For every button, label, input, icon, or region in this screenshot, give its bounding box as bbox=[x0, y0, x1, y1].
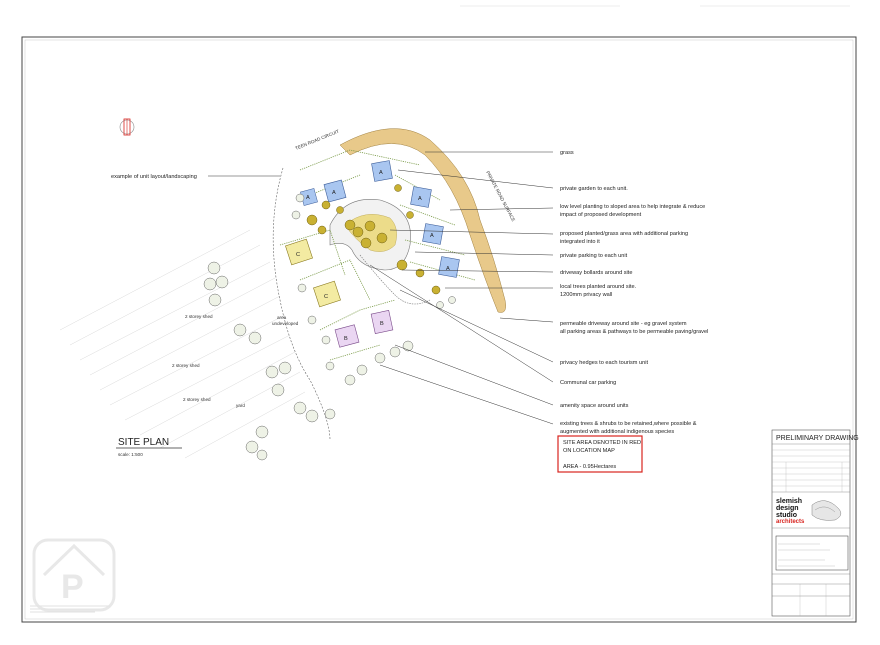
note-private-parking: private parking to each unit bbox=[560, 253, 628, 259]
site-area-box: SITE AREA DENOTED IN RED ON LOCATION MAP… bbox=[557, 435, 643, 473]
note-private-garden: private garden to each unit. bbox=[560, 186, 628, 192]
firm-name-4: architects bbox=[776, 519, 805, 525]
unit-c-label: C bbox=[324, 294, 328, 300]
unit-b: B bbox=[334, 324, 360, 348]
drawing-border bbox=[21, 36, 857, 623]
note-proposed-planted: proposed planted/grass area with additio… bbox=[560, 231, 688, 237]
note-permeable-driveway-2: all parking areas & pathways to be perme… bbox=[560, 329, 708, 335]
shed-label-3: 2 storey shed bbox=[183, 397, 211, 402]
unit-b-label: B bbox=[344, 336, 348, 342]
shed-label-2: 2 storey shed bbox=[172, 363, 200, 368]
note-grass: grass bbox=[560, 150, 574, 156]
unit-c: C bbox=[313, 280, 341, 308]
unit-a: A bbox=[410, 186, 432, 208]
title-block-header: PRELIMINARY DRAWING bbox=[776, 435, 859, 442]
note-local-trees: local trees planted around site. bbox=[560, 284, 637, 290]
note-low-level-planting: low level planting to sloped area to hel… bbox=[560, 204, 705, 210]
unit-b: B bbox=[370, 309, 394, 335]
yellow-trees bbox=[306, 184, 441, 295]
note-bollards: driveway bollards around site bbox=[560, 270, 632, 276]
drawing-inner-border bbox=[24, 39, 854, 620]
note-unit-layout: example of unit layout/landscaping bbox=[111, 174, 197, 180]
note-privacy-wall: 1200mm privacy wall bbox=[560, 292, 612, 298]
site-area-value: AREA - 0.95Hectares bbox=[563, 464, 616, 470]
area-label: area bbox=[277, 315, 287, 320]
firm-logo-icon bbox=[811, 500, 842, 521]
title-block: PRELIMINARY DRAWING slemish design studi… bbox=[771, 429, 859, 617]
units: A A A A A A C C bbox=[285, 160, 460, 348]
road-label-top: TEEN ROAD CIRCUIT bbox=[295, 129, 340, 151]
north-arrow-icon bbox=[119, 118, 135, 136]
unit-a-label: A bbox=[430, 233, 434, 239]
firm-name-1: slemish bbox=[776, 498, 802, 505]
note-amenity-space: amenity space around units bbox=[560, 403, 629, 409]
unit-a-label: A bbox=[332, 190, 336, 196]
note-communal-parking: Communal car parking bbox=[560, 380, 616, 386]
privacy-hedges bbox=[279, 149, 476, 361]
unit-a: A bbox=[323, 179, 347, 203]
unit-a-label: A bbox=[306, 195, 310, 201]
unit-a-label: A bbox=[418, 196, 422, 202]
site-boundary bbox=[272, 167, 331, 441]
road-label-right: PRIVATE ROAD SURFACE bbox=[485, 170, 516, 222]
shed-hatching bbox=[59, 229, 306, 459]
note-permeable-driveway: permeable driveway around site - eg grav… bbox=[560, 321, 687, 327]
unit-c-label: C bbox=[296, 252, 300, 258]
leader-lines bbox=[208, 151, 554, 425]
unit-a: A bbox=[371, 160, 393, 182]
undeveloped-label: undeveloped bbox=[272, 321, 299, 326]
yard-label: yard bbox=[236, 403, 245, 408]
plan-title-block: SITE PLAN scale: 1:500 bbox=[116, 437, 182, 457]
note-proposed-planted-2: integrated into it bbox=[560, 239, 600, 245]
unit-b-label: B bbox=[380, 321, 384, 327]
firm-name-2: design bbox=[776, 505, 799, 512]
site-area-line-1: SITE AREA DENOTED IN RED bbox=[563, 440, 641, 446]
firm-name-3: studio bbox=[776, 512, 797, 519]
plan-scale: scale: 1:500 bbox=[118, 452, 143, 457]
unit-c: C bbox=[285, 238, 313, 266]
note-low-level-planting-2: impact of proposed development bbox=[560, 212, 642, 218]
unit-a-label: A bbox=[446, 266, 450, 272]
note-existing-trees-2: augmented with additional indigenous spe… bbox=[560, 429, 674, 435]
unit-a: A bbox=[422, 223, 444, 245]
unit-a: A bbox=[438, 256, 460, 278]
embankment-band bbox=[339, 128, 506, 313]
plan-title: SITE PLAN bbox=[118, 437, 169, 448]
note-privacy-hedges: privacy hedges to each tourism unit bbox=[560, 360, 648, 366]
site-area-line-2: ON LOCATION MAP bbox=[563, 448, 615, 454]
driveway-south bbox=[359, 254, 431, 305]
existing-trees bbox=[203, 193, 456, 461]
watermark-logo-icon: P bbox=[32, 538, 116, 612]
watermark-letter: P bbox=[61, 568, 84, 606]
shed-label-1: 2 storey shed bbox=[185, 314, 213, 319]
annotations: example of unit layout/landscaping grass… bbox=[111, 150, 708, 435]
note-existing-trees: existing trees & shrubs to be retained,w… bbox=[560, 421, 697, 427]
unit-a-label: A bbox=[379, 170, 383, 176]
